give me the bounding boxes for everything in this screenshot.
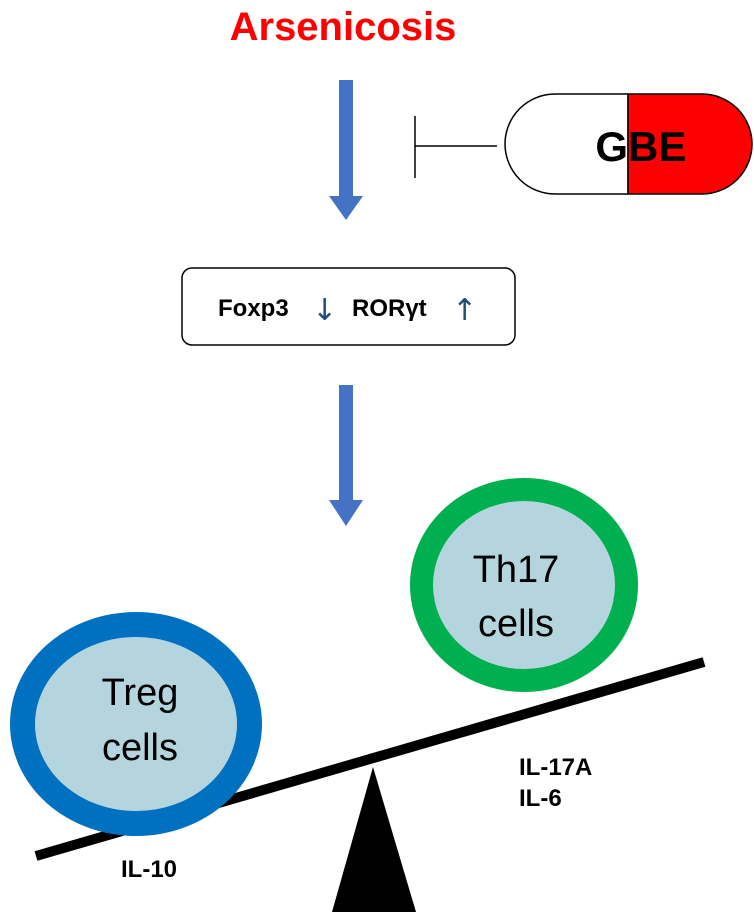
th17-cell-label-line2: cells — [478, 603, 554, 645]
cytokine-il6-label: IL-6 — [519, 785, 562, 812]
th17-cell-label-line1: Th17 — [473, 549, 560, 591]
cytokine-il10-label: IL-10 — [121, 856, 177, 883]
roryt-label: RORγt — [352, 295, 427, 322]
treg-cell: Treg cells — [10, 612, 262, 836]
capsule-label-g: G — [595, 123, 628, 170]
th17-cell: Th17 cells — [410, 478, 638, 692]
cytokine-il17a-label: IL-17A — [519, 754, 592, 781]
foxp3-label: Foxp3 — [218, 295, 289, 322]
treg-cell-label-line1: Treg — [102, 672, 179, 714]
roryt-up-arrow-icon: ↑ — [452, 293, 477, 328]
inhibition-icon — [414, 116, 497, 178]
gbe-capsule: G BE — [504, 93, 753, 195]
foxp3-down-arrow-icon: ↓ — [312, 293, 337, 328]
arrow-down-icon — [329, 385, 363, 526]
fulcrum-icon — [332, 767, 416, 912]
marker-box: Foxp3 ↓ RORγt ↑ — [181, 267, 516, 346]
capsule-label-be: BE — [628, 123, 686, 170]
treg-cell-label-line2: cells — [102, 727, 178, 769]
title: Arsenicosis — [230, 5, 457, 49]
arrow-down-icon — [329, 80, 363, 220]
